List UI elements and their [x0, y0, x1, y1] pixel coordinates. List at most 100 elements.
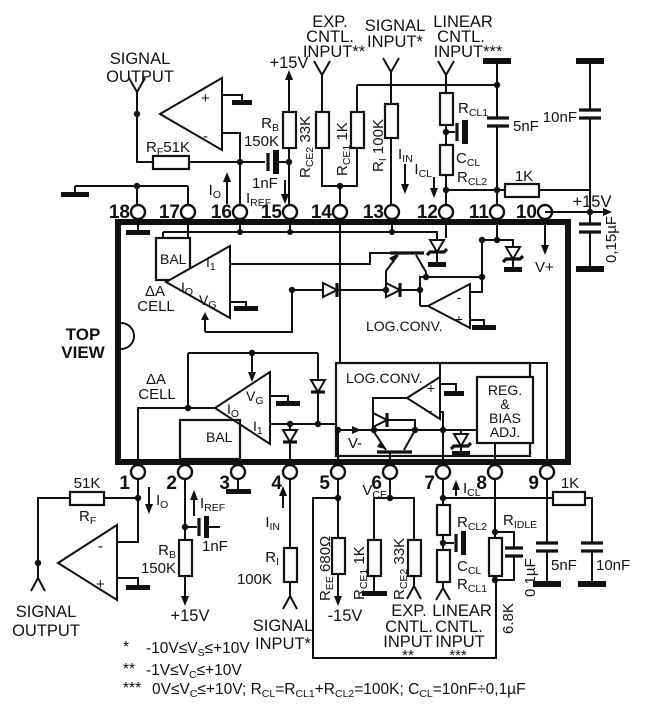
opamp-minus: - — [428, 402, 433, 418]
wire — [420, 305, 485, 325]
signal-output-label: OUTPUT — [106, 68, 174, 86]
ground-icon — [126, 230, 150, 235]
opamp-plus: + — [455, 311, 463, 327]
pin-circle — [129, 203, 147, 221]
resistor-rf — [151, 154, 191, 171]
wire — [442, 479, 593, 581]
junction-dot — [237, 229, 243, 235]
rb-value: 150K — [141, 560, 176, 577]
log-conv-label: LOG.CONV. — [366, 318, 443, 334]
r1k-label: 1K — [561, 475, 579, 492]
rcl2-label: RCL2 — [457, 514, 487, 533]
cap-10nf-label: 10nF — [543, 109, 577, 126]
arrowhead — [452, 480, 460, 490]
resistor-rce2 — [406, 538, 423, 578]
pin-number: 3 — [219, 473, 230, 494]
opamp-triangle — [158, 76, 223, 152]
iref-current-label: IREF — [200, 495, 225, 514]
arrowhead — [248, 372, 256, 382]
ri-label: RI — [265, 549, 279, 568]
resistor-rcl2 — [435, 503, 452, 537]
reg-label: & — [500, 396, 510, 412]
resistor-ree — [330, 536, 347, 576]
cap-5nf-label: 5nF — [513, 118, 539, 135]
io-current-label: IO — [209, 182, 221, 201]
terminal-antenna-icon — [406, 585, 422, 600]
ground-icon — [472, 325, 496, 330]
pin-number: 10 — [516, 202, 537, 223]
vminus-label: V- — [348, 435, 362, 452]
rcl1-label: RCL1 — [458, 100, 488, 119]
transistor-arrow — [377, 441, 385, 449]
rf-label: RF — [79, 508, 96, 527]
pin-circle — [281, 463, 299, 481]
pin-number: 16 — [211, 202, 232, 223]
cap-1nf-label: 1nF — [202, 538, 228, 555]
wire — [37, 497, 138, 563]
ic-outline — [115, 219, 571, 465]
terminal-antenna-icon — [435, 582, 451, 601]
wire — [337, 430, 462, 459]
rcl1-label: RCL1 — [457, 576, 487, 595]
wire — [136, 114, 241, 205]
ground-icon — [428, 262, 446, 267]
terminal-antenna-icon — [437, 60, 455, 93]
resistor-1k — [551, 490, 587, 507]
junction-dot — [478, 273, 486, 281]
icl-current-label: ICL — [463, 480, 481, 499]
lower-vca-cell: ΔA CELL VG IO I1 BAL — [137, 349, 336, 461]
pin-circle — [229, 463, 247, 481]
ic-package: TOP VIEW — [61, 219, 571, 465]
top-signal-input-column: SIGNAL INPUT* RI 100K IIN — [365, 17, 425, 205]
footnote-2: -1V≤VC≤+10V — [146, 662, 242, 681]
diode-icon — [309, 379, 327, 394]
opamp-plus: + — [201, 90, 210, 107]
wire — [230, 252, 390, 265]
opamp-minus: - — [98, 538, 103, 555]
ground-icon — [576, 58, 604, 64]
vee-routing — [312, 497, 497, 659]
resistor-rf — [68, 490, 106, 507]
top-view-label: VIEW — [61, 343, 105, 362]
wire — [440, 383, 457, 391]
linear-cntl-label: LINEAR — [432, 602, 492, 620]
zener-icon — [428, 239, 446, 254]
pin-number: 11 — [469, 202, 490, 223]
pin-number: 14 — [311, 202, 333, 223]
junction-dot — [491, 528, 499, 536]
iref-current-label: IREF — [246, 190, 271, 209]
vplus-label: V+ — [535, 259, 554, 276]
transistor-arrow — [389, 254, 397, 263]
bottom-output-opamp: IO 51K RF - + SIGNAL OUTPUT — [12, 475, 168, 640]
rb-value: 150K — [244, 133, 279, 150]
resistor-rce1 — [349, 110, 366, 150]
footnote-star: *** — [123, 680, 141, 697]
pin-circle — [383, 203, 401, 221]
resistor-rce2 — [314, 110, 331, 150]
wire — [372, 397, 416, 430]
wire — [222, 94, 243, 100]
ground-icon — [232, 100, 252, 105]
arrowhead — [334, 596, 342, 606]
junction-dot — [439, 539, 447, 547]
pin-number: 15 — [261, 202, 283, 223]
linear-stars: *** — [449, 647, 467, 664]
arrowhead — [279, 486, 287, 496]
terminal-antenna-icon — [30, 563, 46, 592]
io-current-label: IO — [156, 492, 168, 511]
opamp-minus: - — [203, 128, 208, 145]
vca-triangle — [163, 244, 231, 320]
zener-cathode — [501, 254, 525, 264]
arrowhead — [541, 245, 549, 255]
wire — [204, 290, 293, 333]
signal-output-label: OUTPUT — [12, 622, 80, 640]
junction-dot — [422, 273, 430, 281]
pin-circle — [231, 203, 249, 221]
cell-label: CELL — [137, 298, 175, 315]
io-label: IO — [181, 279, 193, 298]
ree-label: REE 680Ω — [317, 536, 336, 601]
wire — [340, 85, 358, 187]
opamp-triangle — [405, 375, 441, 421]
